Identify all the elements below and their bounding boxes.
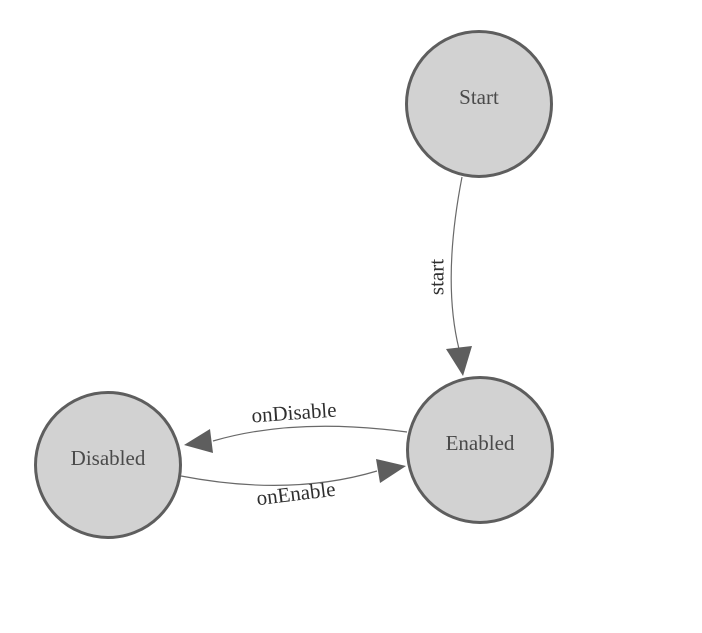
arrowhead-ondisable xyxy=(184,429,213,453)
state-node-disabled-label: Disabled xyxy=(70,445,146,470)
transition-edge-onenable xyxy=(180,470,378,486)
arrowhead-onenable xyxy=(376,459,406,483)
state-node-enabled-label: Enabled xyxy=(445,430,515,455)
state-node-disabled[interactable]: Disabled xyxy=(34,391,182,539)
arrowhead-start xyxy=(446,346,472,376)
transition-edge-start xyxy=(450,176,463,350)
edge-label-start: start xyxy=(424,258,449,296)
transition-edge-ondisable xyxy=(212,425,408,442)
state-node-enabled[interactable]: Enabled xyxy=(406,376,554,524)
state-node-start[interactable]: Start xyxy=(405,30,553,178)
state-node-start-label: Start xyxy=(459,84,499,109)
